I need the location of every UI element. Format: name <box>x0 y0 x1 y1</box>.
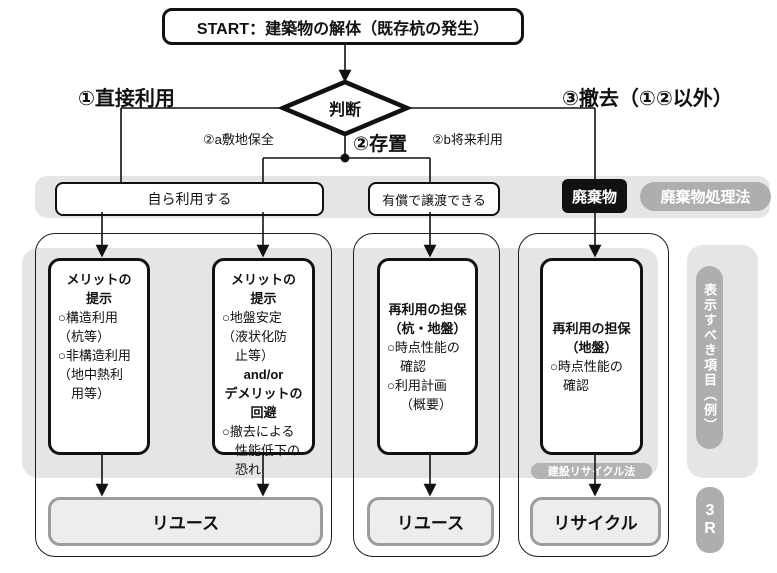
box-line: （地盤） <box>565 339 618 355</box>
construction-recycle-law-badge: 建設リサイクル法 <box>531 463 652 479</box>
waste-law-badge: 廃棄物処理法 <box>640 182 771 211</box>
container-direct-use <box>35 233 332 557</box>
reuse-guarantee-pile-box: 再利用の担保 （杭・地盤） ○時点性能の確認 ○利用計画 （概要） <box>377 258 478 455</box>
paid-transfer-node: 有償で譲渡できる <box>368 182 500 216</box>
box-line: 確認 <box>563 377 590 393</box>
branch-future-use-label: ②b将来利用 <box>432 132 503 147</box>
box-line: ○構造利用 <box>58 310 118 325</box>
box-line: （杭等） <box>58 329 111 344</box>
outcome-recycle: リサイクル <box>530 497 661 546</box>
branch-removal-label: ③撤去（①②以外） <box>562 88 733 110</box>
box-line: 回避 <box>250 405 277 420</box>
start-node: START：建築物の解体（既存杭の発生） <box>162 8 524 45</box>
merit-box-structural: メリットの提示 ○構造利用 （杭等） ○非構造利用 （地中熱利用等） <box>48 258 150 455</box>
box-line: メリットの <box>230 272 296 287</box>
box-line: 確認 <box>400 358 427 374</box>
decision-label: 判断 <box>328 102 361 119</box>
box-line: and/or <box>243 367 284 382</box>
reuse-guarantee-ground-box: 再利用の担保 （地盤） ○時点性能の確認 <box>540 258 643 455</box>
badge-3r-top: 3 <box>705 501 715 519</box>
self-use-node: 自ら利用する <box>55 182 324 216</box>
container-paid-transfer <box>353 233 500 557</box>
box-line: デメリットの <box>224 386 303 401</box>
junction-dot <box>340 153 350 163</box>
badge-3r-bottom: R <box>704 520 716 537</box>
outcome-reuse-mid: リユース <box>367 497 494 546</box>
box-line: 再利用の担保 <box>552 320 631 336</box>
box-line: （杭・地盤） <box>388 320 467 336</box>
branch-direct-use-label: ①直接利用 <box>78 88 175 110</box>
box-line: （地中熱利 <box>58 367 124 382</box>
box-line: 再利用の担保 <box>388 301 467 317</box>
box-line: 恐れ <box>235 462 262 477</box>
box-line: ○時点性能の <box>387 339 460 355</box>
box-line: メリットの <box>66 272 132 287</box>
box-line: 提示 <box>250 291 277 306</box>
box-line: ○利用計画 <box>387 377 447 393</box>
branch-site-preservation-label: ②a敷地保全 <box>203 132 274 147</box>
branch-leave-in-place-label: ②存置 <box>353 134 408 155</box>
box-line: （概要） <box>400 396 453 412</box>
box-line: 性能低下の <box>235 443 301 458</box>
badge-3r: 3 R <box>696 487 724 553</box>
box-line: ○撤去による <box>222 424 295 439</box>
outcome-reuse-left: リユース <box>48 497 323 546</box>
box-line: （液状化防 <box>222 329 288 344</box>
box-line: 止等） <box>235 348 275 363</box>
merit-demerit-box-ground: メリットの提示 ○地盤安定 （液状化防止等） and/or デメリットの回避 ○撤去による… <box>212 258 315 477</box>
container-waste <box>518 233 669 557</box>
items-to-display-badge: 表示すべき項目（例） <box>696 266 723 449</box>
box-line: 提示 <box>85 291 112 306</box>
box-line: ○地盤安定 <box>222 310 282 325</box>
box-line: 用等） <box>71 386 111 401</box>
waste-node: 廃棄物 <box>562 179 627 213</box>
box-line: ○非構造利用 <box>58 348 131 363</box>
box-line: ○時点性能の <box>550 358 623 374</box>
